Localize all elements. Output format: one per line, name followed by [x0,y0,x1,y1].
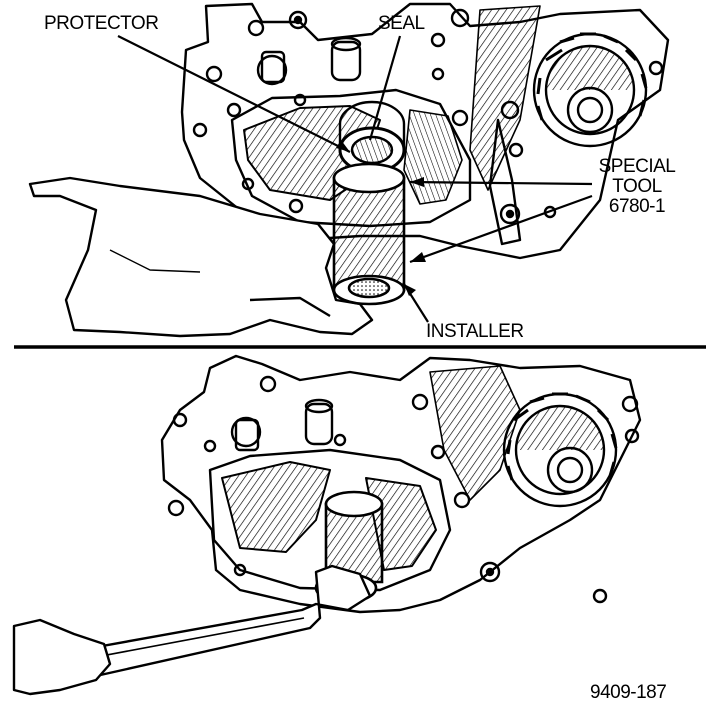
installer-tool [332,162,406,306]
hand-bottom [12,618,112,696]
hand [28,176,374,338]
figure-number: 9409-187 [590,682,667,703]
leader-lines-top [117,35,593,323]
protector-label: PROTECTOR [44,13,159,34]
special-tool-line-2: TOOL [612,176,662,197]
special-tool-label: SPECIAL TOOL 6780-1 [592,157,682,217]
special-tool-line-1: SPECIAL [598,156,676,177]
bottom-panel-engine-block [160,354,642,614]
top-panel-engine-block [180,2,670,260]
installer-label: INSTALLER [426,321,524,342]
seal-label: SEAL [378,13,425,34]
arrowheads-top [336,140,426,296]
wrench [68,564,372,682]
special-tool-line-3: 6780-1 [608,196,666,217]
